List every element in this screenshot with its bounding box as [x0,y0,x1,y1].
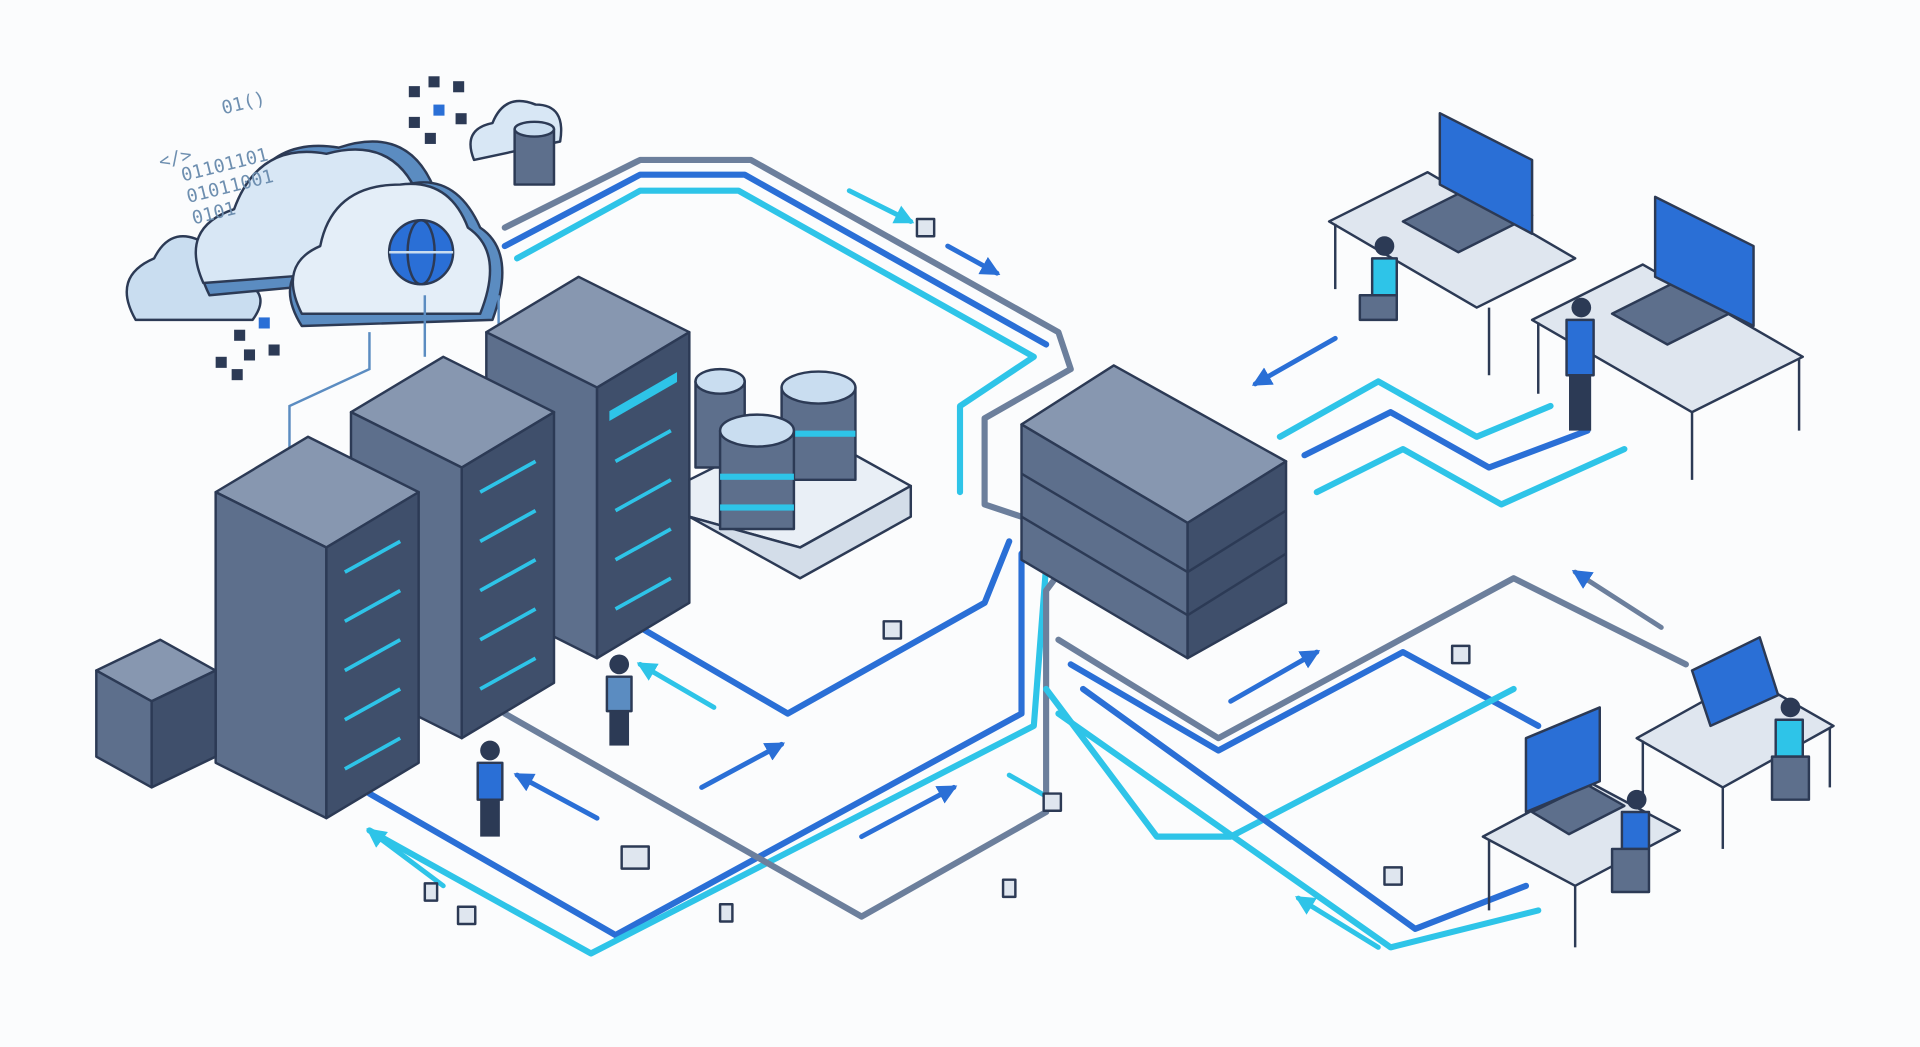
packet-icon [456,905,477,926]
packet-icon [1001,878,1017,899]
person-icon [476,740,504,837]
arrow-icon [1228,649,1321,704]
database-icon [513,120,556,186]
arrow-icon [513,772,600,821]
desk-bottom-right [1481,636,1835,948]
packet-icon [915,217,936,238]
person-icon [1358,236,1398,322]
svg-text:01(): 01() [219,88,267,119]
packet-icon [423,882,439,902]
monitor-icon [1690,636,1780,728]
person-icon [1770,697,1811,801]
server-racks [95,275,691,820]
data-packets [423,217,1471,926]
cloud-cluster [125,76,563,381]
packet-icon [1383,866,1403,886]
arrow-icon [1571,569,1664,630]
network-switch-icon [1020,364,1288,660]
server-rack-icon [214,435,420,820]
data-flow-arrows [366,188,1664,950]
laptop-icon [1610,195,1755,346]
desk-top-right [1327,111,1804,480]
arrow-icon [945,243,1001,276]
storage-unit-icon [95,638,217,789]
network-nodes-icon [408,76,467,144]
arrow-icon [366,828,446,889]
person-icon [605,654,633,746]
database-icon [718,413,796,531]
laptop-icon [1524,706,1626,836]
packet-icon [718,903,734,923]
person-icon [1565,297,1595,431]
server-unit-lights [343,379,672,771]
packet-icon [1450,644,1471,665]
packet-icon [1042,792,1063,813]
arrow-icon [636,661,717,710]
packet-icon [882,620,903,640]
packet-icon [620,845,650,870]
workstations [476,111,1835,948]
arrow-icon [699,741,786,790]
data-cubes-icon [215,317,280,381]
arrow-icon [859,784,958,840]
database-cluster [688,367,913,580]
arrow-icon [846,188,915,224]
laptop-icon [1401,111,1534,254]
arrow-icon [1251,335,1338,387]
person-icon [1610,789,1651,894]
arrow-icon [1294,895,1381,950]
